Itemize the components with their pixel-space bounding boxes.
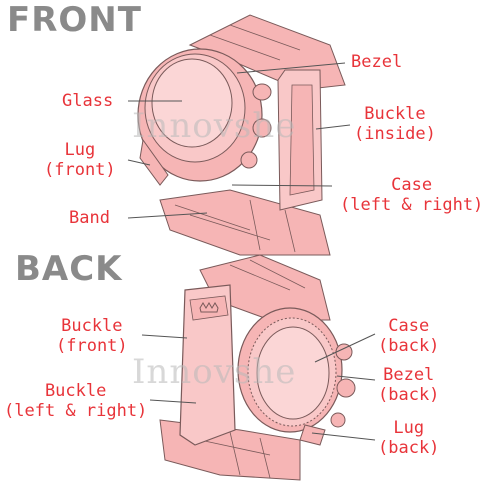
heading-back: BACK [15,249,123,289]
back-buckle [179,284,236,446]
heading-front: FRONT [7,0,142,40]
watermark-front: Innovshe [132,106,297,146]
back-crown-pushers [330,343,356,428]
label-buckle-inside: Buckle (inside) [354,104,436,144]
label-band: Band [69,208,110,228]
back-lug [299,424,326,446]
label-bezel-back: Bezel (back) [378,365,440,405]
front-crown-pushers [240,83,272,169]
label-glass: Glass [62,91,114,111]
front-glass [151,58,233,148]
label-buckle-left-right: Buckle (left & right) [4,381,148,421]
label-buckle-front: Buckle (front) [56,316,128,356]
front-leader-lines [127,62,351,219]
label-lug-back: Lug (back) [378,418,440,458]
label-case-left-right: Case (left & right) [340,175,484,215]
label-bezel: Bezel [351,52,403,72]
front-lug [139,138,169,186]
watermark-back: Innovshe [132,352,297,392]
back-leader-lines [141,333,376,441]
crown-logo-icon [199,302,219,313]
label-case-back: Case (back) [378,316,440,356]
back-caseback [256,326,330,420]
label-lug-front: Lug (front) [44,140,116,180]
